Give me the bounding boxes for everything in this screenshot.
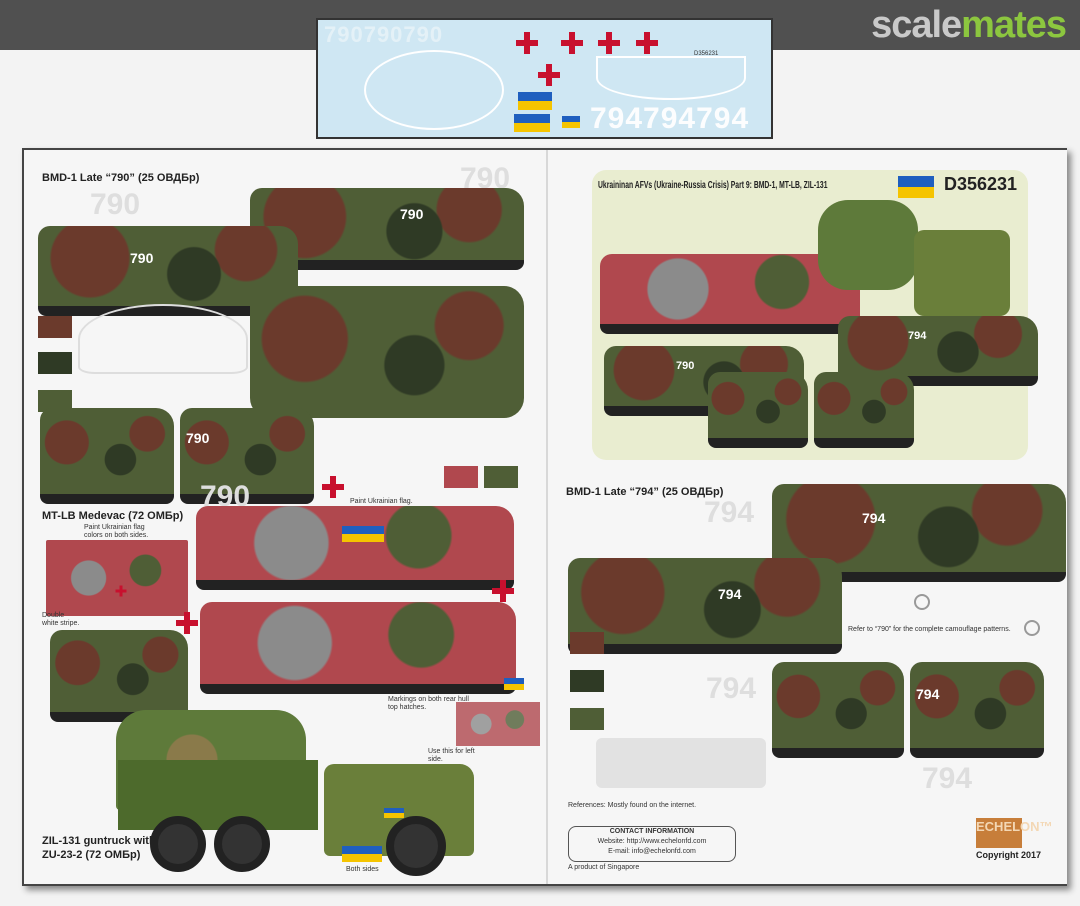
red-cross-icon [561, 32, 583, 54]
boxart-zil-cab [914, 230, 1010, 316]
ukraine-flag-icon [514, 114, 550, 132]
tactical-number: 790 [186, 430, 210, 446]
zil-wheel [150, 816, 206, 872]
red-cross-icon [492, 580, 514, 602]
mtlb-front-view [50, 630, 188, 722]
contact-title: CONTACT INFORMATION [609, 828, 695, 835]
shark-mouth-panel [596, 738, 766, 788]
scalemates-logo[interactable]: scalemates [871, 4, 1067, 47]
tactical-number: 790 [676, 360, 695, 372]
color-swatch-dark [38, 352, 72, 374]
mtlb-side-left [200, 602, 516, 694]
hatch-roundel-icon [1024, 620, 1040, 636]
note-paint-flag: Paint Ukrainian flag. [350, 498, 413, 505]
contact-info-box: CONTACT INFORMATION Website: http://www.… [568, 826, 736, 862]
boxart-zil-net [818, 200, 918, 290]
decal-numbers-794: 794794794 [590, 102, 750, 135]
decal-790-ghost: 790 [90, 188, 141, 221]
color-swatch-green [38, 390, 72, 412]
note-both-sides: Both sides [346, 866, 379, 873]
note-hatches: Markings on both rear hull top hatches. [388, 696, 469, 711]
page-divider [546, 150, 548, 884]
boxart-bmd-794: 794 [838, 316, 1038, 386]
zil-title: ZIL-131 guntruck with ZU-23-2 (72 ОМБр) [42, 835, 156, 861]
color-swatch-brown [38, 316, 72, 338]
decal-code: D356231 [694, 51, 719, 57]
zil-cargo-bed [118, 760, 318, 830]
ukraine-flag-icon [384, 808, 404, 818]
bmd-794-front-view [772, 662, 904, 758]
bmd-790-top-view [250, 286, 524, 418]
bmd-790-rear-view: 790 [180, 408, 314, 504]
red-cross-icon [176, 612, 198, 634]
copyright: Copyright 2017 [976, 850, 1042, 860]
decal-794-ghost: 794 [706, 672, 757, 705]
brand-text: ECHELON™ [976, 819, 1053, 834]
red-cross-icon [322, 476, 344, 498]
note-double-stripe: Double white stripe. [42, 612, 80, 627]
note-left-side: Use this for left side. [428, 748, 475, 763]
bmd-794-rear-view: 794 [910, 662, 1044, 758]
ukraine-flag-icon [342, 526, 384, 542]
mtlb-rear-view [46, 540, 188, 616]
sheet-title: Ukraininan AFVs (Ukraine-Russia Crisis) … [598, 180, 828, 191]
mtlb-side-right [196, 506, 514, 590]
note-refer-790: Refer to “790” for the complete camoufla… [848, 626, 1011, 633]
shark-mouth-outline [78, 304, 248, 374]
boxart-bmd-rear [814, 372, 914, 448]
hatch-roundel-icon [914, 594, 930, 610]
decal-794-ghost: 794 [922, 762, 973, 795]
note-flag-sides: Paint Ukrainian flag colors on both side… [84, 524, 149, 539]
boxart-bmd-front [708, 372, 808, 448]
tactical-number: 794 [862, 510, 886, 526]
ukraine-flag-icon [562, 116, 580, 128]
product-code: D356231 [944, 174, 1018, 194]
shark-mouth-decal [364, 50, 504, 130]
bmd-790-title: BMD-1 Late “790” (25 ОВДБр) [42, 172, 200, 184]
decal-numbers-790: 790790790 [324, 22, 444, 47]
ukraine-flag-icon [504, 678, 524, 690]
decal-794-ghost: 794 [704, 496, 755, 529]
color-swatch-green [484, 466, 518, 488]
color-swatch-dark [570, 670, 604, 692]
website-link[interactable]: Website: http://www.echelonfd.com [597, 838, 707, 845]
bmd-790-front-view [40, 408, 174, 504]
red-cross-icon [598, 32, 620, 54]
right-page: Ukraininan AFVs (Ukraine-Russia Crisis) … [548, 150, 1067, 884]
bmd-794-title: BMD-1 Late “794” (25 ОВДБр) [566, 486, 724, 498]
red-cross-icon [115, 585, 127, 597]
bmd-794-side-left: 794 [568, 558, 842, 654]
tactical-number: 794 [916, 686, 940, 702]
zil-wheel [214, 816, 270, 872]
color-swatch-red [444, 466, 478, 488]
hatch-markings [456, 702, 540, 746]
tactical-number: 790 [130, 250, 154, 266]
email-link[interactable]: E-mail: info@echelonfd.com [608, 848, 696, 855]
red-cross-icon [636, 32, 658, 54]
mtlb-title: MT-LB Medevac (72 ОМБр) [42, 510, 184, 522]
tactical-number: 794 [908, 330, 927, 342]
references-note: References: Mostly found on the internet… [568, 802, 697, 809]
echelon-logo: ECHELON™ [976, 818, 1053, 848]
ukraine-flag-icon [342, 846, 382, 862]
shark-mouth-decal [596, 56, 746, 100]
tactical-number: 790 [400, 206, 424, 222]
color-swatch-brown [570, 632, 604, 654]
tactical-number: 794 [718, 586, 742, 602]
logo-text-mates: mates [961, 4, 1067, 46]
red-cross-icon [516, 32, 538, 54]
instruction-sheet: BMD-1 Late “790” (25 ОВДБр) 790 790 790 … [22, 148, 1067, 886]
red-cross-icon [538, 64, 560, 86]
ukraine-flag-icon [898, 176, 934, 198]
ukraine-flag-icon [518, 92, 552, 110]
origin-note: A product of Singapore [568, 864, 640, 871]
boxart-mtlb [600, 254, 860, 334]
decal-sheet-preview[interactable]: 790790790 D356231 794794794 [316, 18, 773, 139]
left-page: BMD-1 Late “790” (25 ОВДБр) 790 790 790 … [24, 150, 546, 884]
bmd-794-side-right: 794 [772, 484, 1066, 582]
color-swatch-green [570, 708, 604, 730]
zil-wheel [386, 816, 446, 876]
logo-text-scale: scale [871, 4, 962, 46]
